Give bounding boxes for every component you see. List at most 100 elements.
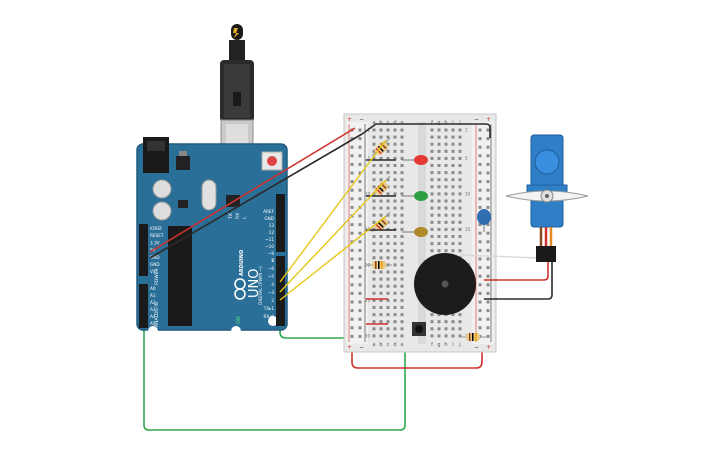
breadboard-hole[interactable]	[444, 135, 448, 139]
rail-hole[interactable]	[478, 205, 482, 209]
breadboard-hole[interactable]	[458, 235, 462, 238]
breadboard-hole[interactable]	[430, 220, 434, 224]
breadboard-hole[interactable]	[386, 313, 390, 317]
breadboard-hole[interactable]	[372, 235, 376, 238]
breadboard-hole[interactable]	[393, 128, 397, 132]
breadboard-hole[interactable]	[437, 128, 441, 132]
breadboard-hole[interactable]	[451, 178, 455, 182]
breadboard-hole[interactable]	[444, 327, 448, 331]
rail-hole[interactable]	[486, 283, 490, 287]
rail-hole[interactable]	[486, 180, 490, 184]
breadboard-hole[interactable]	[458, 149, 462, 153]
power-header[interactable]	[139, 224, 148, 276]
breadboard-hole[interactable]	[393, 249, 397, 253]
breadboard-hole[interactable]	[437, 206, 441, 210]
breadboard-hole[interactable]	[372, 306, 376, 309]
breadboard-hole[interactable]	[386, 135, 390, 139]
breadboard-hole[interactable]	[451, 327, 455, 331]
breadboard-hole[interactable]	[379, 313, 383, 317]
breadboard-hole[interactable]	[451, 320, 455, 324]
rail-hole[interactable]	[486, 171, 490, 175]
breadboard-hole[interactable]	[400, 249, 404, 253]
breadboard-hole[interactable]	[430, 142, 434, 146]
breadboard-hole[interactable]	[444, 213, 448, 217]
breadboard-hole[interactable]	[430, 164, 434, 167]
breadboard-hole[interactable]	[372, 199, 376, 203]
breadboard-hole[interactable]	[393, 320, 397, 324]
rail-hole[interactable]	[358, 291, 362, 295]
breadboard-hole[interactable]	[393, 213, 397, 217]
breadboard-hole[interactable]	[444, 220, 448, 224]
breadboard-hole[interactable]	[372, 185, 376, 189]
breadboard-hole[interactable]	[451, 249, 455, 253]
rail-hole[interactable]	[358, 300, 362, 304]
rail-hole[interactable]	[358, 309, 362, 313]
breadboard-hole[interactable]	[458, 220, 462, 224]
breadboard-hole[interactable]	[400, 206, 404, 210]
breadboard-hole[interactable]	[393, 192, 397, 196]
breadboard-hole[interactable]	[430, 135, 434, 139]
breadboard-hole[interactable]	[379, 178, 383, 182]
reset-button-cap[interactable]	[267, 156, 277, 166]
breadboard-hole[interactable]	[400, 291, 404, 295]
resistor-horizontal[interactable]	[366, 261, 392, 269]
breadboard-hole[interactable]	[451, 206, 455, 210]
breadboard-hole[interactable]	[458, 327, 462, 331]
breadboard-hole[interactable]	[393, 263, 397, 267]
breadboard-hole[interactable]	[437, 220, 441, 224]
breadboard-hole[interactable]	[458, 313, 462, 317]
rail-hole[interactable]	[486, 291, 490, 295]
breadboard-hole[interactable]	[393, 235, 397, 238]
breadboard-hole[interactable]	[372, 149, 376, 153]
breadboard-hole[interactable]	[430, 128, 434, 132]
yellow-wire-3[interactable]	[279, 215, 387, 301]
breadboard-hole[interactable]	[386, 291, 390, 295]
breadboard-hole[interactable]	[386, 277, 390, 281]
breadboard-hole[interactable]	[451, 135, 455, 139]
servo-red-wire[interactable]	[484, 262, 549, 281]
led-red[interactable]	[402, 155, 428, 165]
breadboard-hole[interactable]	[400, 298, 404, 302]
breadboard-hole[interactable]	[451, 313, 455, 317]
breadboard-hole[interactable]	[372, 135, 376, 139]
analog-header[interactable]	[139, 284, 148, 328]
breadboard-hole[interactable]	[458, 178, 462, 182]
breadboard-hole[interactable]	[437, 192, 441, 196]
breadboard-hole[interactable]	[451, 171, 455, 175]
breadboard-hole[interactable]	[458, 156, 462, 160]
rail-hole[interactable]	[486, 188, 490, 192]
breadboard-hole[interactable]	[444, 164, 448, 167]
rail-hole[interactable]	[350, 248, 354, 252]
rail-hole[interactable]	[358, 188, 362, 192]
breadboard-hole[interactable]	[444, 199, 448, 203]
breadboard-hole[interactable]	[451, 149, 455, 153]
breadboard-hole[interactable]	[400, 235, 404, 238]
breadboard-hole[interactable]	[444, 149, 448, 153]
breadboard-hole[interactable]	[386, 171, 390, 175]
breadboard-hole[interactable]	[393, 242, 397, 246]
breadboard-hole[interactable]	[372, 142, 376, 146]
rail-hole[interactable]	[358, 240, 362, 244]
breadboard-hole[interactable]	[386, 156, 390, 160]
rail-hole[interactable]	[478, 171, 482, 175]
rail-hole[interactable]	[486, 257, 490, 261]
breadboard-hole[interactable]	[451, 185, 455, 189]
breadboard-hole[interactable]	[430, 235, 434, 238]
rail-hole[interactable]	[350, 180, 354, 184]
breadboard-hole[interactable]	[386, 213, 390, 217]
breadboard-hole[interactable]	[444, 178, 448, 182]
breadboard-hole[interactable]	[372, 249, 376, 253]
breadboard-hole[interactable]	[430, 313, 434, 317]
breadboard-hole[interactable]	[393, 171, 397, 175]
breadboard-hole[interactable]	[386, 164, 390, 167]
breadboard-hole[interactable]	[386, 149, 390, 153]
yellow-wire-1[interactable]	[279, 139, 387, 283]
resistor-bottom[interactable]	[460, 333, 486, 341]
breadboard-hole[interactable]	[386, 327, 390, 331]
servo-black-wire[interactable]	[484, 262, 553, 300]
rail-hole[interactable]	[478, 128, 482, 132]
breadboard-hole[interactable]	[444, 192, 448, 196]
breadboard-hole[interactable]	[400, 320, 404, 324]
breadboard-hole[interactable]	[379, 256, 383, 260]
pushbutton[interactable]	[412, 322, 426, 336]
